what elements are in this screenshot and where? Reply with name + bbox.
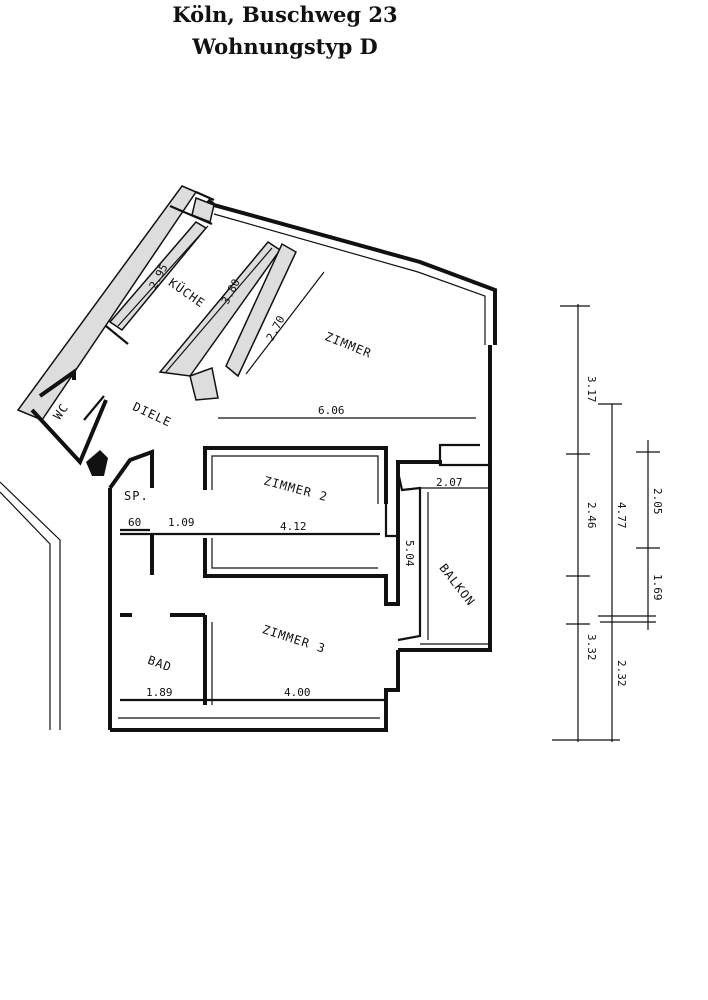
plan-title-type: Wohnungstyp D: [192, 34, 378, 59]
sp-walls: [108, 449, 154, 730]
dimension-lines: [117, 225, 429, 640]
dim-balkon-width: 2.07: [436, 476, 463, 489]
dim-side-246: 2.46: [585, 502, 598, 529]
room-label-bad: BAD: [146, 653, 174, 675]
zimmer-inner-wall: [218, 242, 476, 419]
dim-sp-width: 60: [128, 516, 141, 529]
room-label-zimmer-2: ZIMMER 2: [262, 474, 329, 505]
side-dimension-chain: [552, 304, 660, 742]
room-label-zimmer-3: ZIMMER 3: [261, 622, 328, 656]
dim-balkon-length: 5.04: [403, 540, 416, 567]
entrance-arrow-icon: [86, 450, 108, 476]
zimmer-2-walls: [120, 446, 442, 606]
room-label-diele: DIELE: [131, 400, 174, 430]
room-label-sp: SP.: [124, 489, 149, 503]
dim-side-169: 1.69: [651, 574, 664, 601]
outer-wall-northwest: [16, 185, 215, 421]
room-label-zimmer-1: ZIMMER: [323, 329, 374, 360]
dim-side-477: 4.77: [615, 502, 628, 529]
bad-zimmer3-walls: [110, 613, 400, 732]
room-label-balkon: BALKON: [436, 561, 477, 609]
neighbour-wall: [0, 481, 61, 730]
dim-zimmer-depth: 2.70: [264, 314, 288, 344]
dim-bad-width: 1.89: [146, 686, 173, 699]
dim-side-232: 2.32: [615, 660, 628, 687]
dim-zimmer3-length: 4.00: [284, 686, 311, 699]
dim-side-317: 3.17: [585, 376, 598, 403]
balcony-walls: [396, 465, 492, 652]
dim-zimmer-length: 6.06: [318, 404, 345, 417]
dim-side-205: 2.05: [651, 488, 664, 515]
dim-zimmer2-length: 4.12: [280, 520, 307, 533]
dim-corridor-width: 1.09: [168, 516, 195, 529]
outer-wall-north: [191, 196, 497, 345]
dim-side-332: 3.32: [585, 634, 598, 661]
outer-wall-east: [438, 345, 492, 467]
wc-walls: [30, 368, 108, 466]
room-label-kueche: KÜCHE: [166, 274, 209, 311]
plan-title-address: Köln, Buschweg 23: [172, 2, 398, 27]
